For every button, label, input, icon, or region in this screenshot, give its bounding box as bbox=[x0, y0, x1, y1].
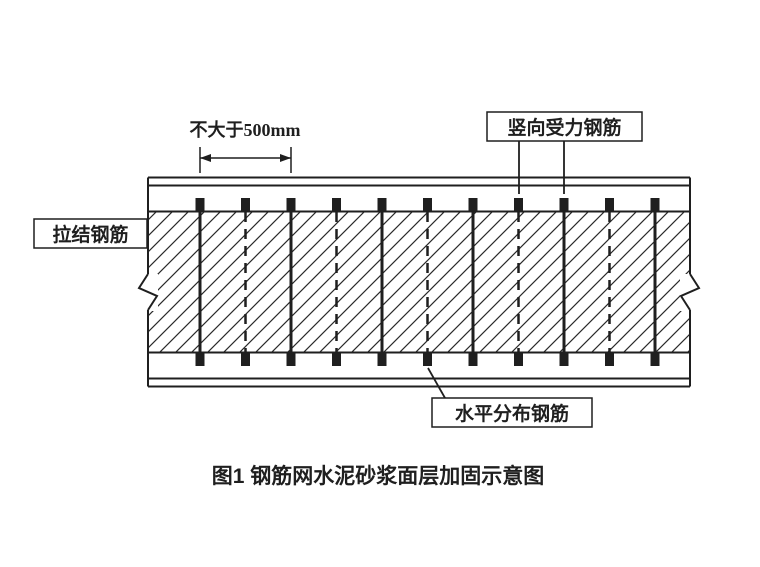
wall-right-edge bbox=[679, 177, 701, 387]
horizontal-rebar-section-top bbox=[195, 198, 205, 211]
break-symbol-right bbox=[679, 273, 701, 311]
horizontal-rebar-sections bbox=[195, 198, 660, 366]
wall-left-edge bbox=[137, 177, 159, 387]
horizontal-rebar-section-bottom bbox=[195, 353, 205, 366]
horizontal-rebar-section-bottom bbox=[423, 353, 432, 366]
dimension-arrow-right bbox=[280, 154, 291, 162]
horizontal-rebar-section-top bbox=[605, 198, 614, 211]
tie-rebar-callout: 拉结钢筋 bbox=[33, 218, 148, 249]
horizontal-rebar-section-bottom bbox=[514, 353, 523, 366]
dimension-arrow-left bbox=[200, 154, 211, 162]
horizontal-rebar-section-bottom bbox=[377, 353, 387, 366]
horizontal-rebar-section-bottom bbox=[468, 353, 478, 366]
horizontal-rebar-section-bottom bbox=[286, 353, 296, 366]
wall-hatched-core bbox=[149, 212, 689, 352]
dimension-label: 不大于500mm bbox=[190, 119, 301, 140]
figure-caption: 图1 钢筋网水泥砂浆面层加固示意图 bbox=[212, 464, 545, 488]
dimension-500mm: 不大于500mm bbox=[190, 119, 301, 173]
horizontal-rebar-section-top bbox=[468, 198, 478, 211]
horizontal-rebar-section-top bbox=[241, 198, 250, 211]
tie-rebar-label-box bbox=[33, 218, 148, 249]
horizontal-rebar-section-bottom bbox=[241, 353, 250, 366]
horizontal-rebar-section-top bbox=[286, 198, 296, 211]
vertical-rebars-front bbox=[198, 204, 657, 359]
wall-face-lines bbox=[148, 176, 690, 388]
horizontal-rebar-section-bottom bbox=[650, 353, 660, 366]
vertical-rebar-label-box bbox=[486, 111, 643, 142]
horizontal-rebar-section-bottom bbox=[605, 353, 614, 366]
horizontal-rebar-section-top bbox=[332, 198, 341, 211]
horizontal-rebar-section-top bbox=[514, 198, 523, 211]
horizontal-rebar-label-box bbox=[431, 397, 593, 428]
horizontal-rebar-section-bottom bbox=[332, 353, 341, 366]
horizontal-rebar-label: 水平分布钢筋 bbox=[455, 402, 569, 425]
vertical-rebar-label: 竖向受力钢筋 bbox=[507, 116, 621, 139]
horizontal-rebar-callout: 水平分布钢筋 bbox=[427, 367, 593, 428]
horizontal-rebar-section-top bbox=[423, 198, 432, 211]
horizontal-rebar-leader bbox=[427, 367, 446, 399]
vertical-rebars-back bbox=[244, 212, 611, 352]
horizontal-rebar-section-bottom bbox=[559, 353, 569, 366]
tie-rebar-label: 拉结钢筋 bbox=[52, 223, 128, 246]
horizontal-rebar-section-top bbox=[650, 198, 660, 211]
horizontal-rebar-section-top bbox=[559, 198, 569, 211]
break-symbol-left bbox=[137, 273, 159, 311]
horizontal-rebar-section-top bbox=[377, 198, 387, 211]
vertical-rebar-callout: 竖向受力钢筋 bbox=[486, 111, 643, 194]
